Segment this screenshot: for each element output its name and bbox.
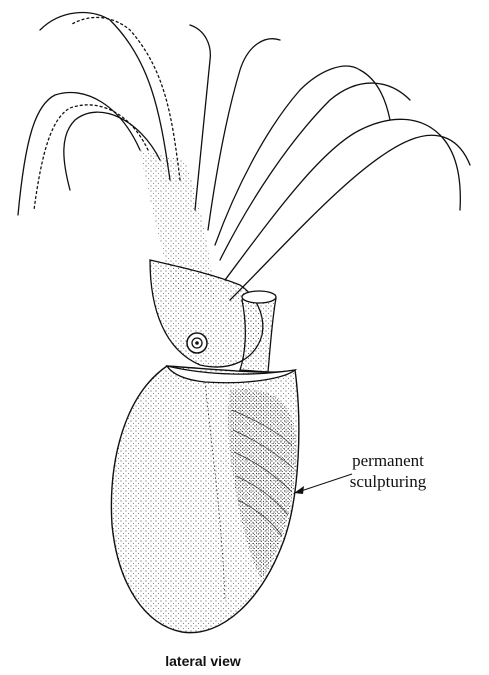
arms-group — [18, 13, 470, 300]
funnel — [240, 295, 276, 373]
arm-center-1 — [190, 25, 210, 210]
arm-right-3 — [225, 119, 440, 280]
annotation-pointer-line — [298, 474, 352, 492]
arm-right-2 — [220, 83, 410, 260]
eye — [187, 333, 207, 353]
arm-far-left-inner — [34, 105, 148, 210]
annotation-line2: sculpturing — [350, 472, 427, 491]
funnel-opening — [242, 291, 276, 303]
figure-caption: lateral view — [165, 653, 241, 669]
arm-right-tip-2 — [360, 70, 390, 120]
arm-right-4 — [230, 135, 470, 300]
arm-right-1 — [215, 66, 360, 245]
arm-left — [64, 112, 160, 190]
arm-right-tip — [440, 135, 460, 210]
arm-center-2 — [208, 39, 280, 230]
annotation-group: permanent sculpturing — [294, 451, 427, 494]
annotation-line1: permanent — [352, 451, 424, 470]
